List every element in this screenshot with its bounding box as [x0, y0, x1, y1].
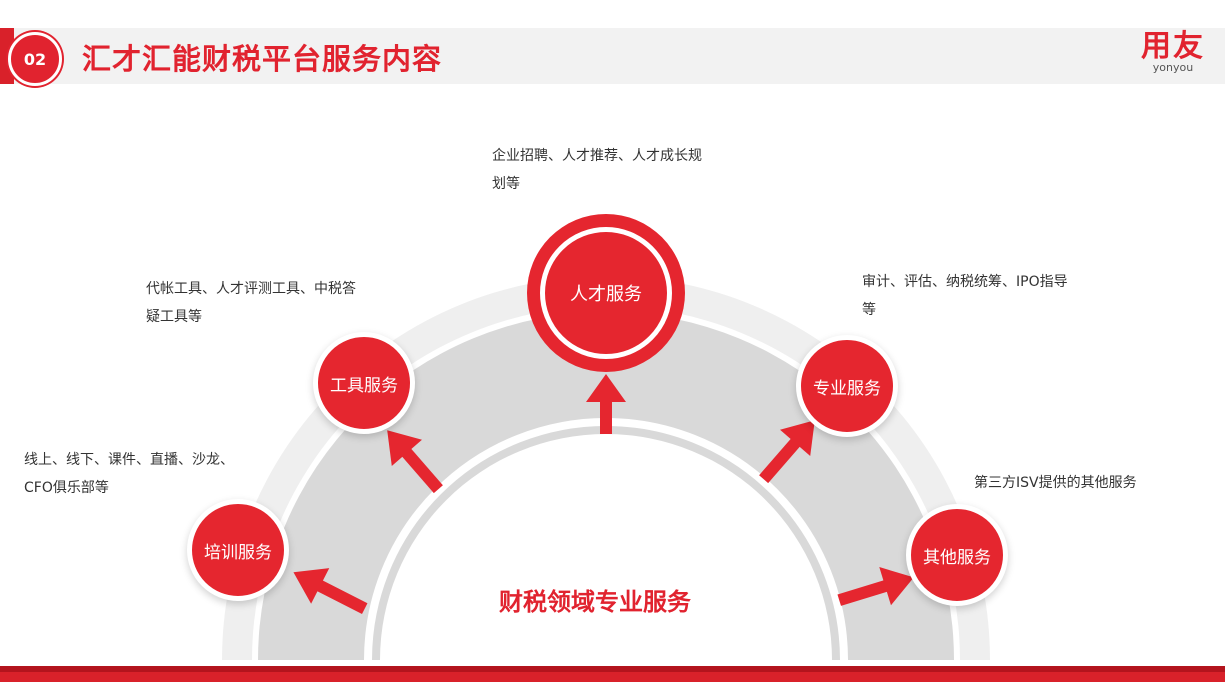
other-service-desc: 第三方ISV提供的其他服务 — [974, 469, 1137, 497]
tool-desc-line: 代帐工具、人才评测工具、中税答 — [146, 281, 356, 297]
tool-service-desc: 代帐工具、人才评测工具、中税答 疑工具等 — [146, 275, 356, 331]
professional-service-desc: 审计、评估、纳税统筹、IPO指导 等 — [862, 268, 1068, 324]
talent-service-desc: 企业招聘、人才推荐、人才成长规 划等 — [492, 142, 702, 198]
arrow-to-training — [293, 568, 368, 614]
arrow-to-other — [837, 567, 914, 606]
logo-text-cn: 用友 — [1141, 29, 1205, 64]
training-service-node[interactable]: 培训服务 — [187, 499, 289, 601]
arrow-to-professional — [759, 420, 815, 484]
logo-text-en: yonyou — [1152, 61, 1194, 74]
tool-desc-line: 疑工具等 — [146, 309, 202, 325]
other-service-node[interactable]: 其他服务 — [906, 504, 1008, 606]
talent-service-label: 人才服务 — [540, 227, 672, 359]
yonyou-logo: 用友 yonyou — [1141, 30, 1205, 74]
professional-desc-line: 审计、评估、纳税统筹、IPO指导 — [862, 274, 1068, 290]
training-desc-line: CFO俱乐部等 — [24, 480, 109, 496]
tool-service-node[interactable]: 工具服务 — [313, 332, 415, 434]
header-band — [0, 28, 1225, 84]
main-arc-band — [258, 312, 954, 660]
professional-service-node[interactable]: 专业服务 — [796, 335, 898, 437]
talent-desc-line: 企业招聘、人才推荐、人才成长规 — [492, 148, 702, 164]
talent-desc-line: 划等 — [492, 176, 520, 192]
other-desc-line: 第三方ISV提供的其他服务 — [974, 475, 1137, 491]
footer-bar — [0, 666, 1225, 682]
arrow-to-tools — [387, 430, 443, 494]
center-label: 财税领域专业服务 — [499, 588, 691, 616]
section-number-badge: 02 — [8, 32, 62, 86]
talent-service-node[interactable]: 人才服务 — [527, 214, 685, 372]
page-title: 汇才汇能财税平台服务内容 — [82, 42, 443, 76]
training-service-desc: 线上、线下、课件、直播、沙龙、 CFO俱乐部等 — [24, 446, 234, 502]
training-desc-line: 线上、线下、课件、直播、沙龙、 — [24, 452, 234, 468]
professional-desc-line: 等 — [862, 302, 876, 318]
arrow-to-talent — [586, 374, 626, 434]
